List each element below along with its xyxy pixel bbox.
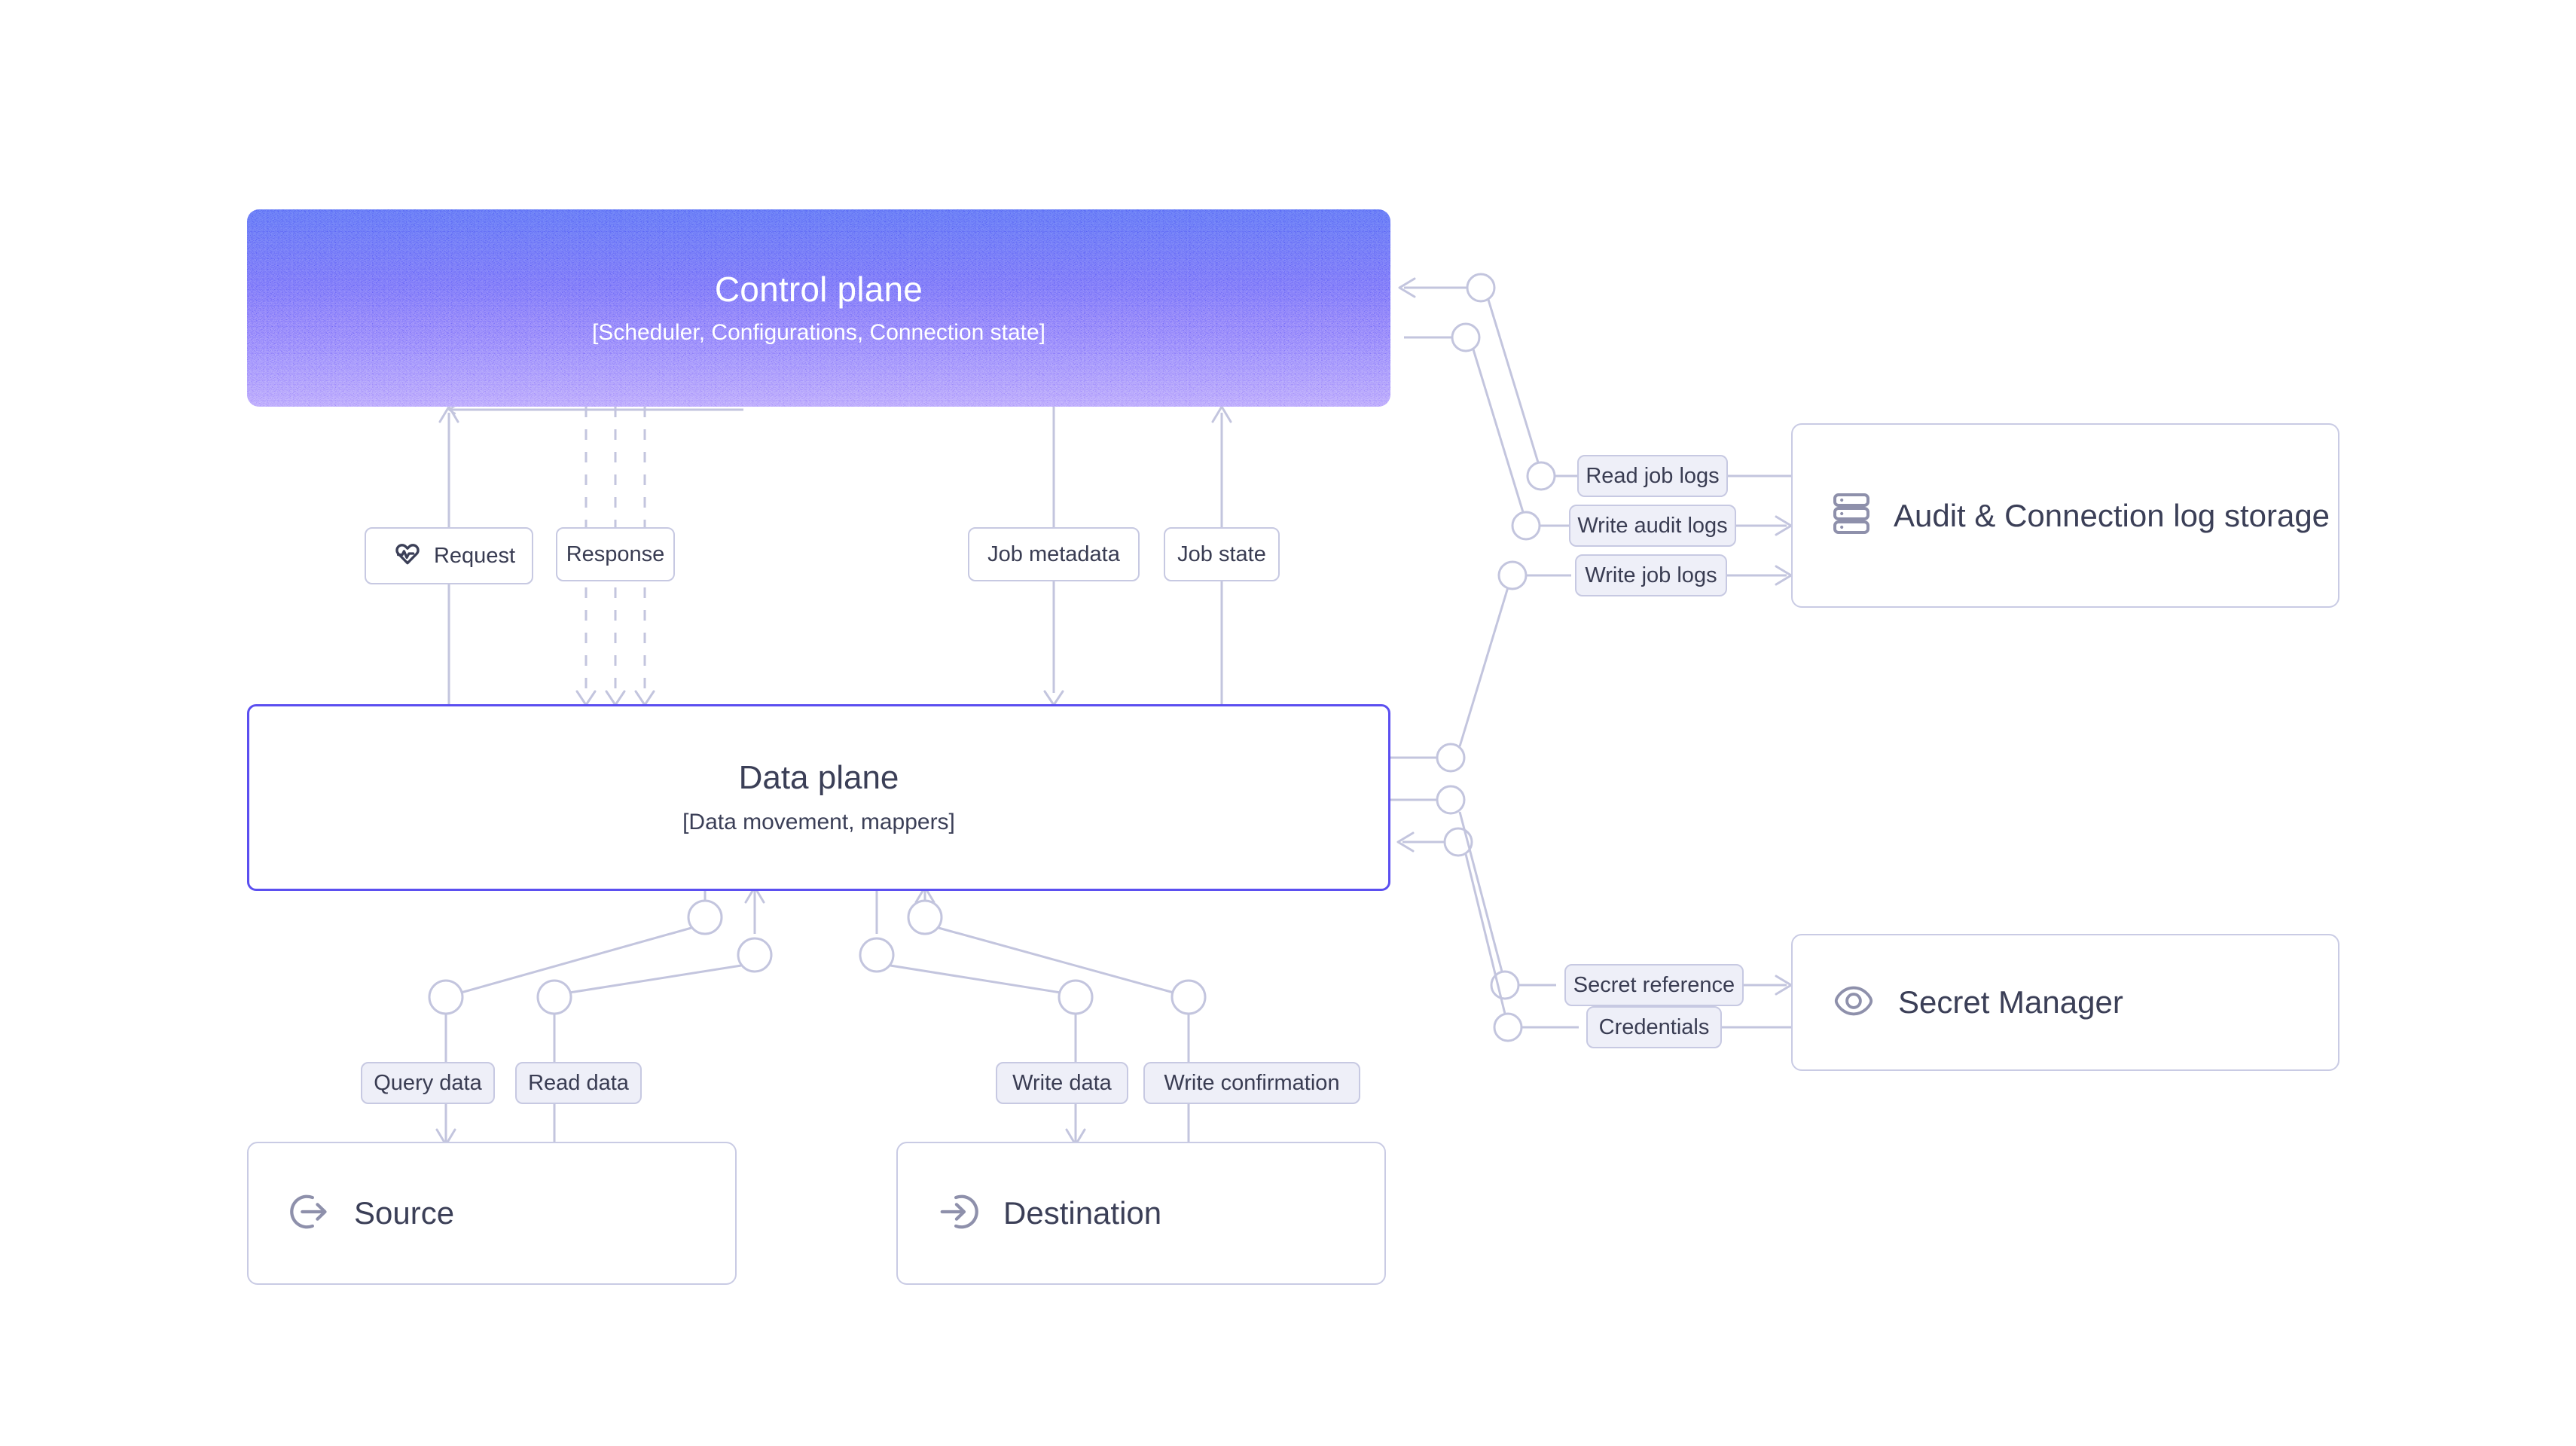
edge-label-request-text: Request bbox=[433, 543, 515, 568]
eye-icon bbox=[1832, 979, 1876, 1027]
edge-label-secret-reference[interactable]: Secret reference bbox=[1564, 964, 1744, 1006]
edge-label-job-state[interactable]: Job state bbox=[1164, 527, 1280, 581]
edge-label-write-data[interactable]: Write data bbox=[996, 1062, 1128, 1104]
edge-label-write-confirmation-text: Write confirmation bbox=[1164, 1070, 1340, 1095]
edge-label-request[interactable]: Request bbox=[365, 527, 533, 584]
destination-label: Destination bbox=[1003, 1195, 1162, 1231]
edge-label-query-data[interactable]: Query data bbox=[361, 1062, 495, 1104]
edge-label-write-audit-logs[interactable]: Write audit logs bbox=[1569, 505, 1736, 547]
node-control-plane[interactable]: Control plane [Scheduler, Configurations… bbox=[247, 209, 1390, 407]
edge-label-response-text: Response bbox=[566, 541, 665, 566]
edge-query-data bbox=[428, 890, 723, 1146]
edge-label-read-job-logs-text: Read job logs bbox=[1586, 463, 1720, 488]
log-in-icon bbox=[937, 1190, 981, 1237]
node-audit-log-storage[interactable]: Audit & Connection log storage bbox=[1791, 423, 2339, 608]
edge-label-job-state-text: Job state bbox=[1177, 541, 1266, 566]
control-plane-subtitle: [Scheduler, Configurations, Connection s… bbox=[591, 320, 1046, 346]
node-destination[interactable]: Destination bbox=[896, 1142, 1386, 1285]
database-icon bbox=[1832, 492, 1871, 539]
edge-label-job-metadata[interactable]: Job metadata bbox=[968, 527, 1140, 581]
edge-label-write-job-logs-text: Write job logs bbox=[1585, 563, 1717, 587]
edge-label-write-confirmation[interactable]: Write confirmation bbox=[1143, 1062, 1360, 1104]
edge-label-credentials[interactable]: Credentials bbox=[1586, 1006, 1722, 1048]
edge-label-credentials-text: Credentials bbox=[1598, 1014, 1710, 1039]
log-out-icon bbox=[288, 1190, 331, 1237]
node-source[interactable]: Source bbox=[247, 1142, 737, 1285]
node-data-plane[interactable]: Data plane [Data movement, mappers] bbox=[247, 704, 1390, 891]
heart-pulse-icon bbox=[393, 539, 422, 572]
edge-label-read-data-text: Read data bbox=[528, 1070, 629, 1095]
edge-label-write-job-logs[interactable]: Write job logs bbox=[1575, 554, 1727, 596]
edge-label-response[interactable]: Response bbox=[556, 527, 675, 581]
secret-manager-label: Secret Manager bbox=[1898, 984, 2123, 1020]
edge-response-arrows bbox=[575, 690, 655, 706]
edge-label-query-data-text: Query data bbox=[374, 1070, 482, 1095]
data-plane-title: Data plane bbox=[738, 758, 899, 796]
edge-label-read-job-logs[interactable]: Read job logs bbox=[1577, 455, 1728, 497]
control-plane-title: Control plane bbox=[714, 269, 923, 309]
source-label: Source bbox=[354, 1195, 455, 1231]
edge-label-read-data[interactable]: Read data bbox=[515, 1062, 642, 1104]
edge-label-secret-reference-text: Secret reference bbox=[1573, 972, 1735, 997]
data-plane-subtitle: [Data movement, mappers] bbox=[682, 810, 955, 835]
edge-label-job-metadata-text: Job metadata bbox=[987, 541, 1120, 566]
node-secret-manager[interactable]: Secret Manager bbox=[1791, 934, 2339, 1071]
audit-log-storage-label: Audit & Connection log storage bbox=[1894, 497, 2330, 533]
edge-label-write-audit-logs-text: Write audit logs bbox=[1577, 513, 1728, 538]
edge-label-write-data-text: Write data bbox=[1012, 1070, 1112, 1095]
edge-write-data bbox=[859, 890, 1094, 1146]
